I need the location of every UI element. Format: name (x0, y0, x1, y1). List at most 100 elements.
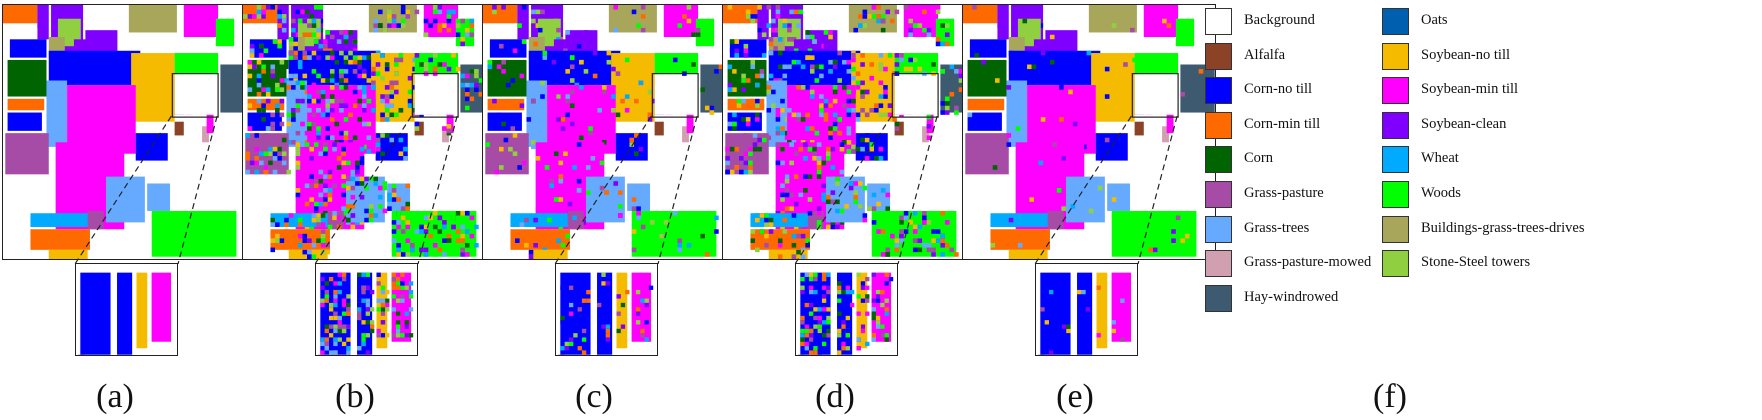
map-b-misclassified-pixel (304, 201, 310, 207)
map-b-misclassified-pixel (323, 201, 328, 207)
map-d-misclassified-pixel (727, 82, 733, 88)
zoom-c-misclassified-pixel (635, 311, 641, 316)
map-e-misclassified-pixel (1052, 142, 1057, 147)
map-d-misclassified-pixel (846, 126, 852, 131)
map-c-misclassified-pixel (565, 233, 570, 239)
map-b-misclassified-pixel (423, 252, 429, 257)
map-b-misclassified-pixel (252, 14, 257, 19)
zoom-c-misclassified-pixel (616, 294, 621, 299)
map-b-misclassified-pixel (382, 185, 388, 191)
map-b-misclassified-pixel (371, 53, 376, 58)
map-d-misclassified-pixel (807, 197, 813, 202)
map-b-misclassified-pixel (366, 78, 372, 83)
map-b-misclassified-pixel (263, 151, 269, 157)
map-e-misclassified-pixel (1031, 64, 1037, 70)
map-b-misclassified-pixel (332, 215, 337, 221)
map-d-misclassified-pixel (775, 5, 781, 10)
map-d-misclassified-pixel (793, 201, 799, 207)
map-a-region-buildings-grass-trees-drives (128, 5, 177, 33)
map-c-misclassified-pixel (572, 215, 577, 221)
zoom-e-misclassified-pixel (1066, 328, 1071, 334)
legend-label: Wheat (1421, 150, 1459, 167)
map-d-misclassified-pixel (830, 190, 836, 195)
zoom-b-misclassified-pixel (333, 315, 338, 321)
map-b-misclassified-pixel (371, 85, 376, 90)
map-d-misclassified-pixel (876, 201, 881, 207)
zoom-inset-c (555, 263, 658, 356)
zoom-d-misclassified-pixel (804, 328, 809, 334)
map-c-misclassified-pixel (485, 142, 490, 147)
map-d-misclassified-pixel (958, 87, 964, 92)
map-d-misclassified-pixel (816, 206, 822, 211)
map-e-region-alfalfa (1134, 121, 1144, 136)
map-b-misclassified-pixel (313, 5, 319, 10)
map-b-misclassified-pixel (357, 117, 362, 122)
legend-swatch (1205, 8, 1232, 35)
zoom-b-misclassified-pixel (408, 289, 414, 295)
map-b-misclassified-pixel (394, 57, 399, 63)
map-b-misclassified-pixel (281, 137, 287, 143)
map-b-misclassified-pixel (410, 242, 415, 248)
zoom-d-misclassified-pixel (875, 294, 881, 299)
zoom-b-misclassified-pixel (337, 289, 342, 295)
map-c-misclassified-pixel (492, 98, 497, 104)
zoom-e-misclassified-pixel (1061, 324, 1067, 329)
map-d-misclassified-pixel (796, 59, 801, 65)
zoom-b-misclassified-pixel (395, 285, 401, 290)
map-b-misclassified-pixel (275, 82, 280, 88)
map-d-misclassified-pixel (809, 64, 815, 70)
map-a-region-corn-no-till (135, 133, 168, 161)
zoom-d-misclassified-pixel (826, 328, 831, 334)
zoom-e-misclassified-pixel (1081, 289, 1086, 295)
map-b-misclassified-pixel (407, 75, 413, 81)
map-b-misclassified-pixel (387, 9, 392, 15)
map-c-misclassified-pixel (611, 66, 616, 72)
map-d-misclassified-pixel (789, 206, 794, 211)
map-b-misclassified-pixel (316, 32, 321, 38)
map-b-misclassified-pixel (419, 62, 424, 67)
map-d-misclassified-pixel (768, 73, 774, 79)
map-d-misclassified-pixel (775, 160, 781, 166)
map-d-misclassified-pixel (789, 9, 794, 15)
map-d-misclassified-pixel (782, 217, 788, 223)
map-d-misclassified-pixel (814, 78, 820, 83)
map-d-misclassified-pixel (862, 217, 868, 223)
zoom-d-misclassified-pixel (856, 294, 861, 299)
map-b-misclassified-pixel (391, 192, 397, 198)
map-b-misclassified-pixel (295, 142, 301, 147)
map-d-misclassified-pixel (880, 188, 886, 193)
map-b-misclassified-pixel (380, 133, 385, 138)
map-b-misclassified-pixel (355, 165, 360, 170)
map-b-misclassified-pixel (375, 85, 381, 90)
map-d-misclassified-pixel (825, 224, 831, 230)
map-b-misclassified-pixel (368, 213, 374, 218)
zoom-b-misclassified-pixel (361, 272, 366, 277)
map-b-misclassified-pixel (261, 103, 266, 108)
zoom-d-misclassified-pixel (826, 289, 831, 295)
map-b-misclassified-pixel (286, 121, 292, 127)
map-d-misclassified-pixel (899, 215, 904, 221)
map-b-misclassified-pixel (352, 112, 358, 118)
map-d-misclassified-pixel (736, 5, 742, 10)
map-b-misclassified-pixel (245, 156, 250, 161)
map-b-misclassified-pixel (320, 222, 326, 227)
map-b-misclassified-pixel (316, 130, 321, 136)
map-c-misclassified-pixel (695, 27, 701, 33)
map-d-misclassified-pixel (903, 66, 909, 72)
map-e-misclassified-pixel (1148, 247, 1153, 253)
map-e-misclassified-pixel (1008, 217, 1014, 223)
zoom-d-misclassified-pixel (856, 311, 861, 316)
map-d-misclassified-pixel (764, 233, 769, 239)
map-b-misclassified-pixel (320, 233, 326, 239)
zoom-d-misclassified-pixel (845, 285, 850, 290)
map-d-misclassified-pixel (793, 9, 799, 15)
map-b-misclassified-pixel (364, 176, 369, 182)
map-c-misclassified-pixel (613, 5, 619, 10)
map-e-region-grass-trees (1065, 176, 1105, 223)
panel-label-d: (d) (815, 378, 855, 415)
map-d-misclassified-pixel (935, 9, 941, 15)
map-b-misclassified-pixel (432, 5, 438, 10)
map-c-misclassified-pixel (704, 252, 710, 257)
map-b-misclassified-pixel (329, 107, 335, 113)
zoom-d-misclassified-pixel (817, 307, 822, 312)
